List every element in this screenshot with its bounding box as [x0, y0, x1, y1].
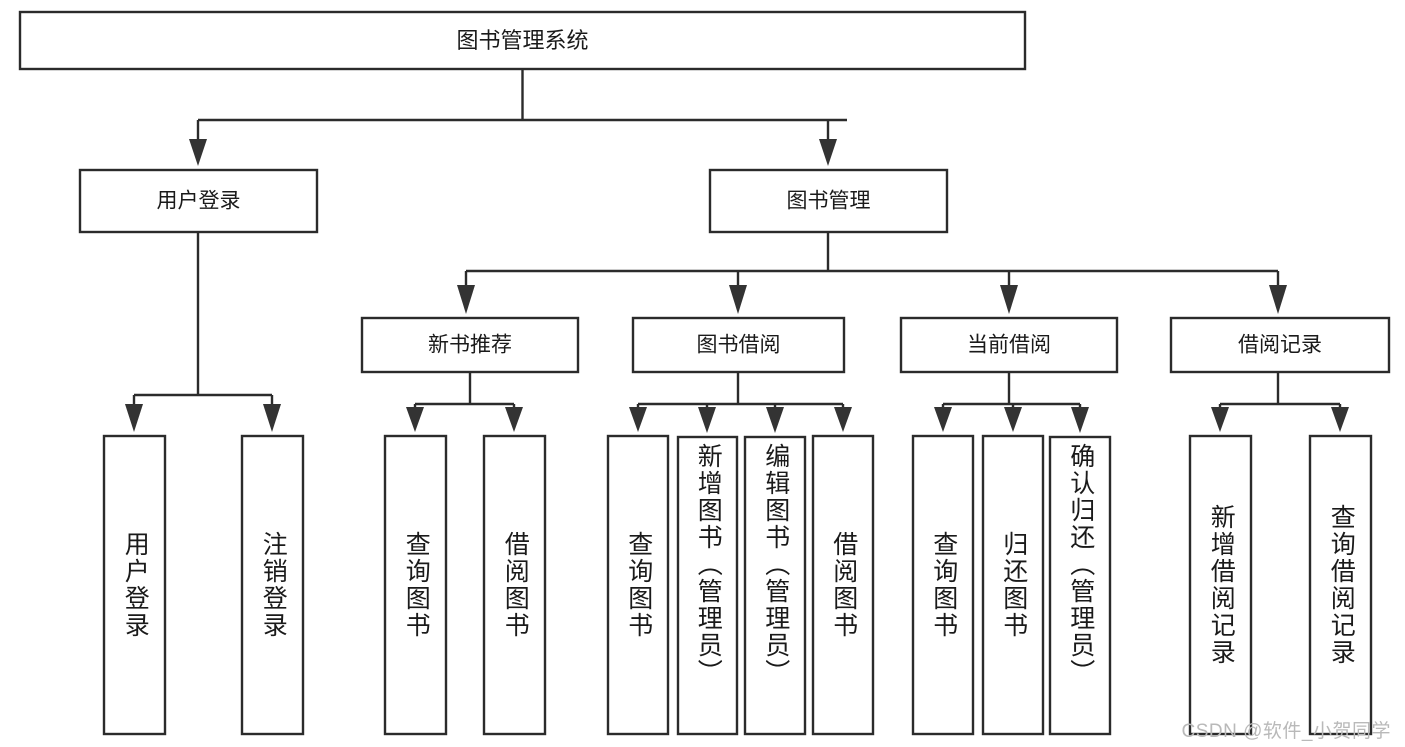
node-root-system-box[interactable] — [18, 10, 1027, 71]
arrow-head-nbr-query-book — [406, 407, 424, 432]
node-root-system[interactable]: 图书管理系统 — [18, 10, 1027, 71]
node-new-book-recommend[interactable]: 新书推荐 — [360, 316, 580, 374]
leaf-node-boxes — [102, 434, 1373, 736]
arrow-head-bb-edit-book — [766, 407, 784, 433]
connector-group-book-mgmt — [457, 232, 1287, 314]
node-book-management-label: 图书管理 — [787, 190, 871, 213]
leaf-box-user-login[interactable] — [102, 434, 167, 736]
connector-group-new-book-rec — [406, 372, 523, 432]
node-current-borrow[interactable]: 当前借阅 — [899, 316, 1119, 374]
node-book-borrow[interactable]: 图书借阅 — [631, 316, 846, 374]
node-new-book-recommend-label: 新书推荐 — [428, 334, 512, 357]
arrow-head-nbr-borrow-book — [505, 407, 523, 432]
leaf-box-cb-confirm-return[interactable] — [1048, 435, 1112, 736]
arrow-head-book-borrow — [729, 285, 747, 314]
connector-group-borrow-record — [1211, 372, 1349, 432]
watermark-text: CSDN @软件_小贺同学 — [1181, 721, 1391, 742]
arrow-head-bb-borrow-book — [834, 407, 852, 432]
node-user-login-label: 用户登录 — [157, 190, 241, 213]
node-current-borrow-box[interactable] — [899, 316, 1119, 374]
connector-group-user-login — [125, 232, 281, 432]
arrow-head-current-borrow — [1000, 285, 1018, 314]
node-user-login-box[interactable] — [78, 168, 319, 234]
leaf-box-br-add-record[interactable] — [1188, 434, 1253, 736]
node-new-book-recommend-box[interactable] — [360, 316, 580, 374]
arrow-head-br-query-record — [1331, 407, 1349, 432]
arrow-head-leaf-logout — [263, 404, 281, 432]
node-book-borrow-label: 图书借阅 — [697, 334, 781, 357]
arrow-head-bb-add-book — [698, 407, 716, 433]
connector-group-current-borrow — [934, 372, 1089, 433]
node-root-system-label: 图书管理系统 — [456, 28, 588, 53]
node-borrow-record-label: 借阅记录 — [1238, 334, 1322, 357]
leaf-box-bb-edit-book[interactable] — [743, 435, 807, 736]
connector-group-root — [189, 69, 847, 166]
node-user-login[interactable]: 用户登录 — [78, 168, 319, 234]
leaf-box-bb-borrow-book[interactable] — [811, 434, 875, 736]
leaf-box-cb-query-book[interactable] — [911, 434, 975, 736]
arrow-head-leaf-user-login — [125, 404, 143, 432]
node-borrow-record[interactable]: 借阅记录 — [1169, 316, 1391, 374]
arrow-head-cb-query-book — [934, 407, 952, 432]
arrow-head-user-login — [189, 139, 207, 166]
connector-group-book-borrow — [629, 372, 852, 433]
arrow-head-book-mgmt — [819, 139, 837, 166]
leaf-box-bb-add-book[interactable] — [676, 435, 739, 736]
leaf-box-logout[interactable] — [240, 434, 305, 736]
leaf-box-cb-return-book[interactable] — [981, 434, 1045, 736]
node-book-management-box[interactable] — [708, 168, 949, 234]
arrow-head-bb-query-book — [629, 407, 647, 432]
arrow-head-cb-confirm-return — [1071, 407, 1089, 433]
leaf-box-nbr-borrow-book[interactable] — [482, 434, 547, 736]
node-book-borrow-box[interactable] — [631, 316, 846, 374]
arrow-head-br-add-record — [1211, 407, 1229, 432]
leaf-box-nbr-query-book[interactable] — [383, 434, 448, 736]
leaf-box-bb-query-book[interactable] — [606, 434, 670, 736]
leaf-box-br-query-record[interactable] — [1308, 434, 1373, 736]
node-book-management[interactable]: 图书管理 — [708, 168, 949, 234]
node-current-borrow-label: 当前借阅 — [967, 334, 1051, 357]
node-borrow-record-box[interactable] — [1169, 316, 1391, 374]
arrow-head-borrow-record — [1269, 285, 1287, 314]
arrow-head-new-book-rec — [457, 285, 475, 314]
arrow-head-cb-return-book — [1004, 407, 1022, 432]
